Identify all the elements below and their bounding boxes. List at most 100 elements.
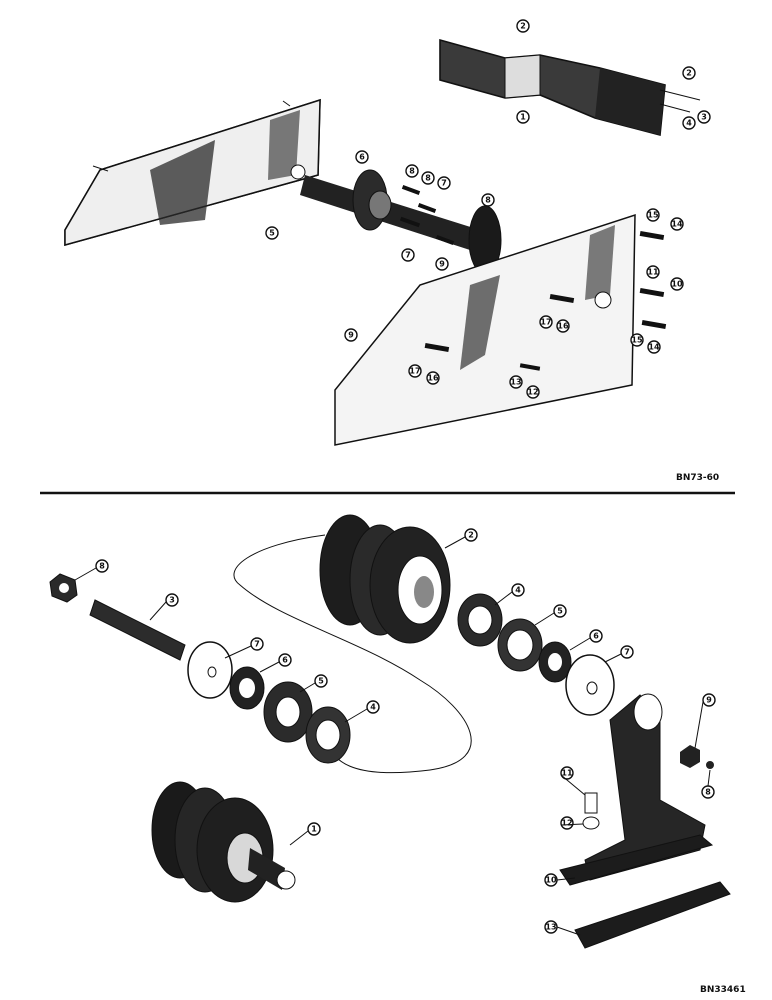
- callout-14b: 14: [647, 340, 661, 354]
- callout-11: 11: [646, 265, 660, 279]
- svg-text:2: 2: [686, 69, 692, 78]
- svg-text:7: 7: [405, 251, 411, 260]
- svg-text:16: 16: [557, 322, 569, 331]
- right-stack: [457, 593, 615, 716]
- svg-text:8: 8: [425, 174, 431, 183]
- svg-text:12: 12: [561, 819, 572, 828]
- svg-text:15: 15: [631, 336, 643, 345]
- callout-14a: 14: [670, 217, 684, 231]
- callout-16b: 16: [426, 371, 440, 385]
- callout-10: 10: [670, 277, 684, 291]
- callout-2a: 2: [516, 19, 530, 33]
- svg-text:6: 6: [282, 656, 288, 665]
- assembly-loop: [233, 534, 472, 774]
- svg-text:8: 8: [485, 196, 491, 205]
- svg-text:9: 9: [439, 260, 445, 269]
- bcallout-5a: 5: [553, 604, 567, 618]
- bcallout-2: 2: [464, 528, 478, 542]
- bcallout-11: 11: [560, 766, 574, 780]
- svg-text:5: 5: [269, 229, 275, 238]
- bottom-reference-code: BN33461: [700, 985, 746, 995]
- shaft-3: [49, 573, 186, 661]
- svg-text:3: 3: [701, 113, 707, 122]
- top-callouts: 1 2 2 3 4 5 6 7 7 8 8 8 9 9 10 11 12 13 …: [265, 19, 711, 399]
- callout-13: 13: [509, 375, 523, 389]
- bcallout-10: 10: [544, 873, 558, 887]
- callout-17b: 17: [408, 364, 422, 378]
- svg-text:14: 14: [671, 220, 683, 229]
- callout-1: 1: [516, 110, 530, 124]
- bcallout-6a: 6: [589, 629, 603, 643]
- svg-text:10: 10: [671, 280, 683, 289]
- svg-text:4: 4: [370, 703, 376, 712]
- svg-text:8: 8: [99, 562, 105, 571]
- callout-15b: 15: [630, 333, 644, 347]
- top-figure: 1 2 2 3 4 5 6 7 7 8 8 8 9 9 10 11 12 13 …: [64, 19, 719, 483]
- bcallout-5b: 5: [314, 674, 328, 688]
- svg-text:11: 11: [647, 268, 659, 277]
- svg-text:7: 7: [254, 640, 260, 649]
- svg-text:7: 7: [624, 648, 630, 657]
- left-plate: [64, 98, 321, 247]
- bcallout-4a: 4: [511, 583, 525, 597]
- svg-text:8: 8: [705, 788, 711, 797]
- right-plate: [334, 213, 636, 446]
- svg-text:5: 5: [557, 607, 563, 616]
- callout-2b: 2: [682, 66, 696, 80]
- bcallout-4b: 4: [366, 700, 380, 714]
- callout-7b: 7: [401, 248, 415, 262]
- bcallout-9: 9: [702, 693, 716, 707]
- bcallout-8b: 8: [701, 785, 715, 799]
- bottom-callouts: 1 2 3 4 4 5 5 6 6 7 7 8 8 9 10 11 12 13: [95, 528, 716, 934]
- svg-text:13: 13: [510, 378, 521, 387]
- bracket: [439, 38, 701, 137]
- support-bracket: [559, 693, 731, 949]
- bcallout-6b: 6: [278, 653, 292, 667]
- top-reference-code: BN73-60: [676, 473, 719, 483]
- bolts: [399, 185, 667, 371]
- callout-8a: 8: [405, 164, 419, 178]
- callout-3: 3: [697, 110, 711, 124]
- callout-9a: 9: [435, 257, 449, 271]
- svg-text:15: 15: [647, 211, 659, 220]
- callout-7a: 7: [437, 176, 451, 190]
- svg-text:9: 9: [348, 331, 354, 340]
- svg-text:2: 2: [468, 531, 474, 540]
- bcallout-13: 13: [544, 920, 558, 934]
- svg-text:1: 1: [311, 825, 317, 834]
- svg-text:11: 11: [561, 769, 573, 778]
- callout-15a: 15: [646, 208, 660, 222]
- bcallout-7b: 7: [250, 637, 264, 651]
- roller-assembly-1: [151, 781, 296, 903]
- bottom-figure: 1 2 3 4 4 5 5 6 6 7 7 8 8 9 10 11 12 13: [49, 514, 746, 995]
- svg-text:9: 9: [706, 696, 712, 705]
- svg-text:14: 14: [648, 343, 660, 352]
- svg-text:13: 13: [545, 923, 556, 932]
- callout-17a: 17: [539, 315, 553, 329]
- svg-text:16: 16: [427, 374, 439, 383]
- bcallout-8a: 8: [95, 559, 109, 573]
- callout-8b: 8: [421, 171, 435, 185]
- callout-8c: 8: [481, 193, 495, 207]
- callout-16a: 16: [556, 319, 570, 333]
- svg-text:10: 10: [545, 876, 557, 885]
- svg-text:1: 1: [520, 113, 526, 122]
- svg-text:8: 8: [409, 167, 415, 176]
- bcallout-1: 1: [307, 822, 321, 836]
- svg-text:6: 6: [593, 632, 599, 641]
- svg-text:4: 4: [686, 119, 692, 128]
- svg-text:2: 2: [520, 22, 526, 31]
- callout-12: 12: [526, 385, 540, 399]
- callout-6: 6: [355, 150, 369, 164]
- svg-text:12: 12: [527, 388, 538, 397]
- axle-assembly: [300, 169, 502, 275]
- bottom-leaders: [74, 536, 711, 936]
- bcallout-7a: 7: [620, 645, 634, 659]
- roller-2: [319, 514, 451, 644]
- svg-text:6: 6: [359, 153, 365, 162]
- svg-text:17: 17: [540, 318, 551, 327]
- bcallout-3: 3: [165, 593, 179, 607]
- svg-text:4: 4: [515, 586, 521, 595]
- svg-text:17: 17: [409, 367, 420, 376]
